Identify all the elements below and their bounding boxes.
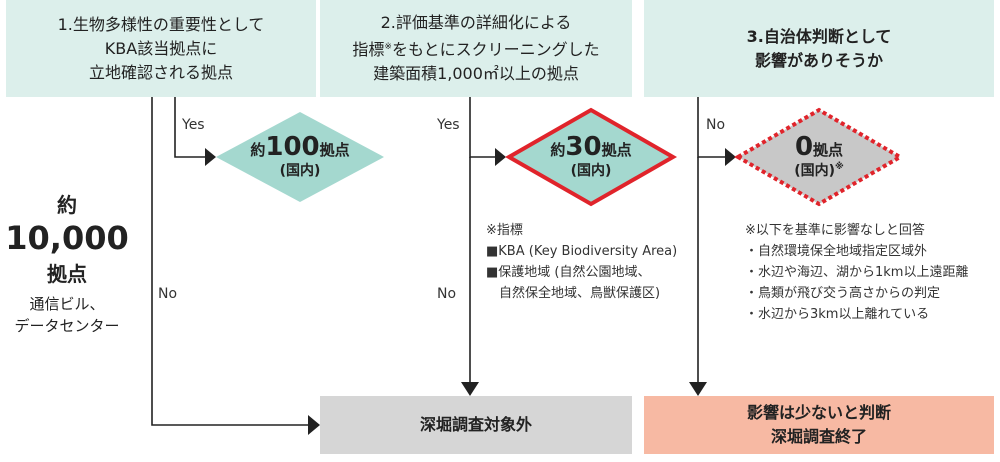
note-item: 自然保全地域、鳥獣保護区) (486, 286, 661, 301)
result-excluded-text: 深堀調査対象外 (419, 415, 532, 434)
step1-line: 立地確認される拠点 (88, 62, 233, 82)
step2-line2-text-b: をもとにスクリーニングした (391, 40, 600, 59)
diamond3-scope: (国内)※ (738, 160, 900, 180)
footnote-mark: ※ (835, 162, 844, 172)
diamond1-prefix: 約 (250, 141, 266, 159)
label-yes-2: Yes (437, 117, 460, 133)
diamond1-text: 約100拠点 (国内) (216, 132, 384, 180)
diamond3-num: 0 (794, 132, 814, 162)
label-no-3: No (706, 117, 726, 133)
arrowhead-right (308, 415, 320, 435)
diamond1-scope: (国内) (279, 163, 321, 179)
diamond2-num: 30 (565, 132, 602, 162)
total-prefix: 約 (57, 193, 77, 217)
diamond2-text: 約30拠点 (国内) (509, 132, 673, 180)
diamond2-shape (504, 107, 678, 207)
footnote-mark: ※ (384, 42, 392, 52)
step3-line: 3.自治体判断として (746, 26, 892, 46)
note-criteria: ※以下を基準に影響なしと回答 ・自然環境保全地域指定区域外 ・水辺や海辺、湖から… (745, 220, 968, 325)
step2-line2: 指標※をもとにスクリーニングした (352, 35, 599, 62)
diamond3-unit: 拠点 (813, 141, 844, 159)
step2-line1: 2.評価基準の詳細化による (380, 13, 572, 32)
note-item: ■KBA (Key Biodiversity Area) (486, 244, 678, 259)
total-desc: 通信ビル、 (29, 295, 105, 313)
total-desc: データセンター (14, 317, 120, 335)
result-low-impact-line: 深堀調査終了 (770, 427, 867, 446)
diamond3-text: 0拠点 (国内)※ (738, 132, 900, 180)
label-no-2: No (437, 286, 457, 302)
note-item: ・自然環境保全地域指定区域外 (745, 244, 928, 259)
arrowhead-right (205, 148, 216, 166)
result-excluded: 深堀調査対象外 (320, 396, 632, 454)
label-yes-1: Yes (182, 117, 205, 133)
diamond1-num: 100 (265, 132, 320, 162)
result-low-impact: 影響は少ないと判断 深堀調査終了 (644, 396, 994, 454)
note-item: ・水辺や海辺、湖から1km以上遠距離 (745, 265, 969, 280)
arrowhead-down (461, 382, 479, 396)
diamond3-shape (734, 107, 904, 207)
step2-line3: 建築面積1,000㎡以上の拠点 (373, 64, 579, 83)
step2-header: 2.評価基準の詳細化による 指標※をもとにスクリーニングした 建築面積1,000… (320, 0, 632, 97)
result-low-impact-line: 影響は少ないと判断 (746, 403, 891, 422)
total-unit: 拠点 (47, 262, 87, 286)
step3-line: 影響がありそうか (754, 50, 883, 70)
total-number: 10,000 (5, 219, 129, 257)
note-item: ・鳥類が飛び交う高さからの判定 (745, 286, 941, 301)
diamond2-scope: (国内) (570, 163, 612, 179)
note-title: ※以下を基準に影響なしと回答 (745, 223, 925, 238)
step1-header: 1.生物多様性の重要性として KBA該当拠点に 立地確認される拠点 (6, 0, 316, 97)
note-item: ・水辺から3km以上離れている (745, 307, 930, 322)
diamond2-prefix: 約 (550, 141, 566, 159)
step2-line2-text-a: 指標 (352, 40, 385, 59)
diamond1-unit: 拠点 (319, 141, 350, 159)
arrowhead-down (689, 382, 707, 396)
note-indicators: ※指標 ■KBA (Key Biodiversity Area) ■保護地域 (… (486, 220, 677, 304)
diamond3-scope-text: (国内) (794, 163, 836, 179)
step3-header: 3.自治体判断として 影響がありそうか (644, 0, 994, 97)
diamond1-shape (216, 112, 384, 202)
note-item: ■保護地域 (自然公園地域、 (486, 265, 651, 280)
diamond2-unit: 拠点 (601, 141, 632, 159)
arrowhead-right (495, 148, 506, 166)
connector-step2-yes (469, 97, 495, 158)
total-count: 約 10,000 拠点 通信ビル、 データセンター (0, 178, 134, 348)
step1-line: KBA該当拠点に (104, 38, 218, 58)
arrowhead-right (725, 148, 736, 166)
connector-step1-yes (174, 97, 205, 158)
step1-line: 1.生物多様性の重要性として (57, 14, 265, 34)
label-no-1: No (158, 286, 178, 302)
connector-step1-no (151, 97, 310, 426)
note-title: ※指標 (486, 223, 523, 238)
